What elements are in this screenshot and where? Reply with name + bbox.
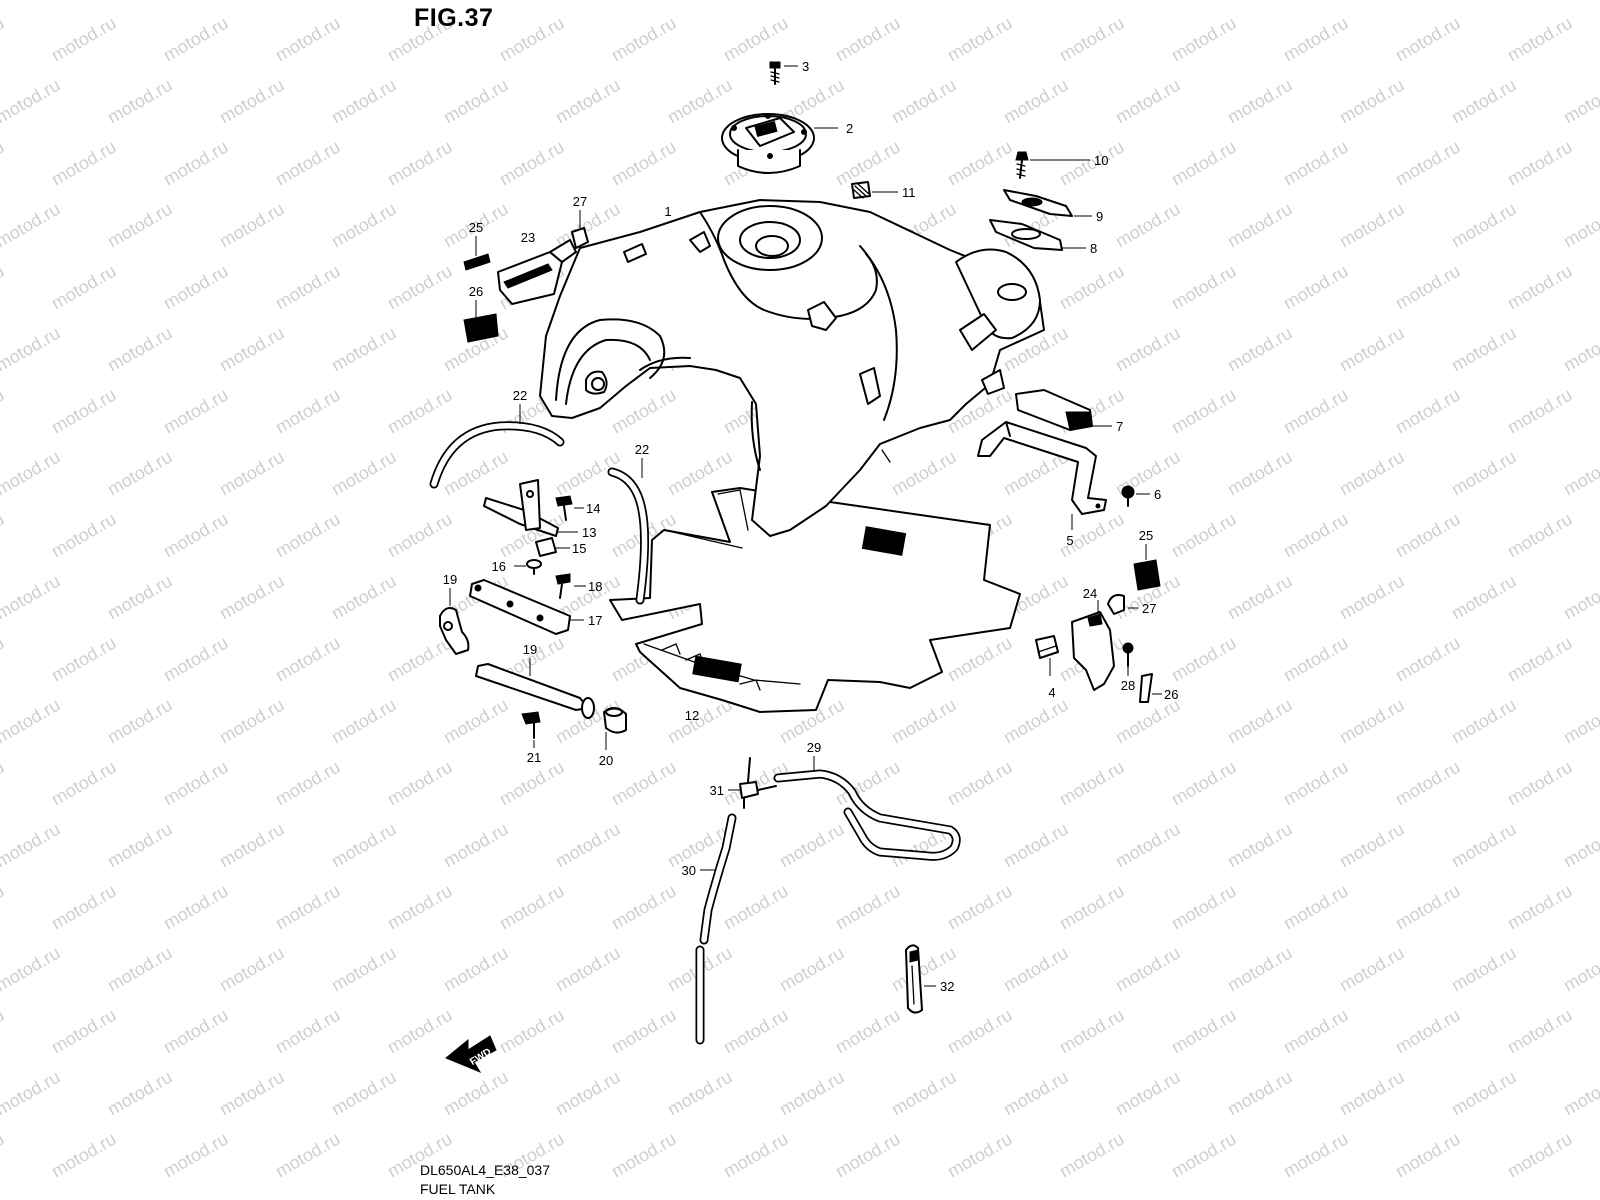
callout-7: 7 (1116, 419, 1123, 434)
part-11-cushion (851, 181, 898, 199)
callout-5: 5 (1066, 533, 1073, 548)
callout-15: 15 (572, 541, 586, 556)
callout-28: 28 (1121, 678, 1135, 693)
part-16-collar (514, 559, 542, 575)
callout-20: 20 (599, 753, 613, 768)
callout-30: 30 (682, 863, 696, 878)
callout-21: 21 (527, 750, 541, 765)
part-2-fuel-cap (721, 113, 838, 174)
callout-16: 16 (492, 559, 506, 574)
callout-26-left: 26 (469, 284, 483, 299)
part-17-bracket (469, 579, 584, 635)
part-4-grommet (1035, 635, 1059, 676)
callout-32: 32 (940, 979, 954, 994)
callout-26-right: 26 (1164, 687, 1178, 702)
callout-19-upper: 19 (443, 572, 457, 587)
callout-labels: 1 2 3 4 5 6 7 8 9 10 11 12 13 14 15 16 1… (443, 59, 1179, 994)
part-20-cushion (603, 707, 627, 750)
callout-6: 6 (1154, 487, 1161, 502)
figure-title: FIG.37 (414, 4, 494, 32)
part-5-bracket (977, 421, 1107, 530)
part-21-bolt (521, 711, 541, 748)
callout-25-right: 25 (1139, 528, 1153, 543)
figure-caption: FUEL TANK (420, 1181, 496, 1197)
part-6-screw (1121, 485, 1150, 507)
callout-13: 13 (582, 525, 596, 540)
callout-23: 23 (521, 230, 535, 245)
part-25-label (463, 236, 491, 271)
callout-27-right: 27 (1142, 601, 1156, 616)
part-22-hose-center (607, 458, 650, 605)
model-code: DL650AL4_E38_037 (420, 1162, 551, 1178)
callout-12: 12 (685, 708, 699, 723)
callout-3: 3 (802, 59, 809, 74)
callout-22-center: 22 (635, 442, 649, 457)
part-27-cap-right (1107, 594, 1138, 615)
part-27-cap (571, 210, 589, 249)
part-9-bracket (1003, 189, 1092, 217)
part-3-screw (769, 61, 798, 85)
callout-25-left: 25 (469, 220, 483, 235)
part-8-bracket (989, 219, 1086, 251)
part-19-rod (475, 658, 595, 719)
part-30-hose (695, 813, 737, 1045)
part-10-bolt (1015, 151, 1090, 179)
callout-18: 18 (588, 579, 602, 594)
part-13-bracket (483, 479, 578, 537)
callout-24: 24 (1083, 586, 1097, 601)
part-28-screw (1122, 642, 1134, 676)
callout-19-lower: 19 (523, 642, 537, 657)
part-26-label (463, 300, 499, 343)
part-26-label-right (1139, 673, 1162, 703)
callout-14: 14 (586, 501, 600, 516)
part-25-label-right (1133, 544, 1161, 591)
part-22-hose-left (429, 404, 565, 489)
part-23-cover (497, 239, 577, 305)
part-18-bolt (555, 573, 586, 599)
callout-31: 31 (710, 783, 724, 798)
callout-22-left: 22 (513, 388, 527, 403)
part-29-hose (773, 756, 961, 861)
callout-10: 10 (1094, 153, 1108, 168)
callout-1: 1 (664, 204, 671, 219)
callout-4: 4 (1048, 685, 1055, 700)
part-32-clamp (905, 944, 936, 1014)
callout-2: 2 (846, 121, 853, 136)
part-1-fuel-tank (539, 199, 1045, 537)
callout-29: 29 (807, 740, 821, 755)
callout-9: 9 (1096, 209, 1103, 224)
callout-17: 17 (588, 613, 602, 628)
callout-11: 11 (902, 185, 916, 200)
part-14-bolt (555, 495, 584, 521)
part-15-grommet (535, 537, 570, 557)
callout-8: 8 (1090, 241, 1097, 256)
part-7-cushion (1015, 389, 1112, 431)
fwd-arrow-icon: FWD (445, 1035, 497, 1074)
part-31-joint (728, 757, 777, 809)
part-12-tank-mat (609, 487, 1021, 713)
part-19-clamp-upper (439, 588, 470, 655)
callout-27-left: 27 (573, 194, 587, 209)
part-24-cover (1071, 600, 1115, 691)
